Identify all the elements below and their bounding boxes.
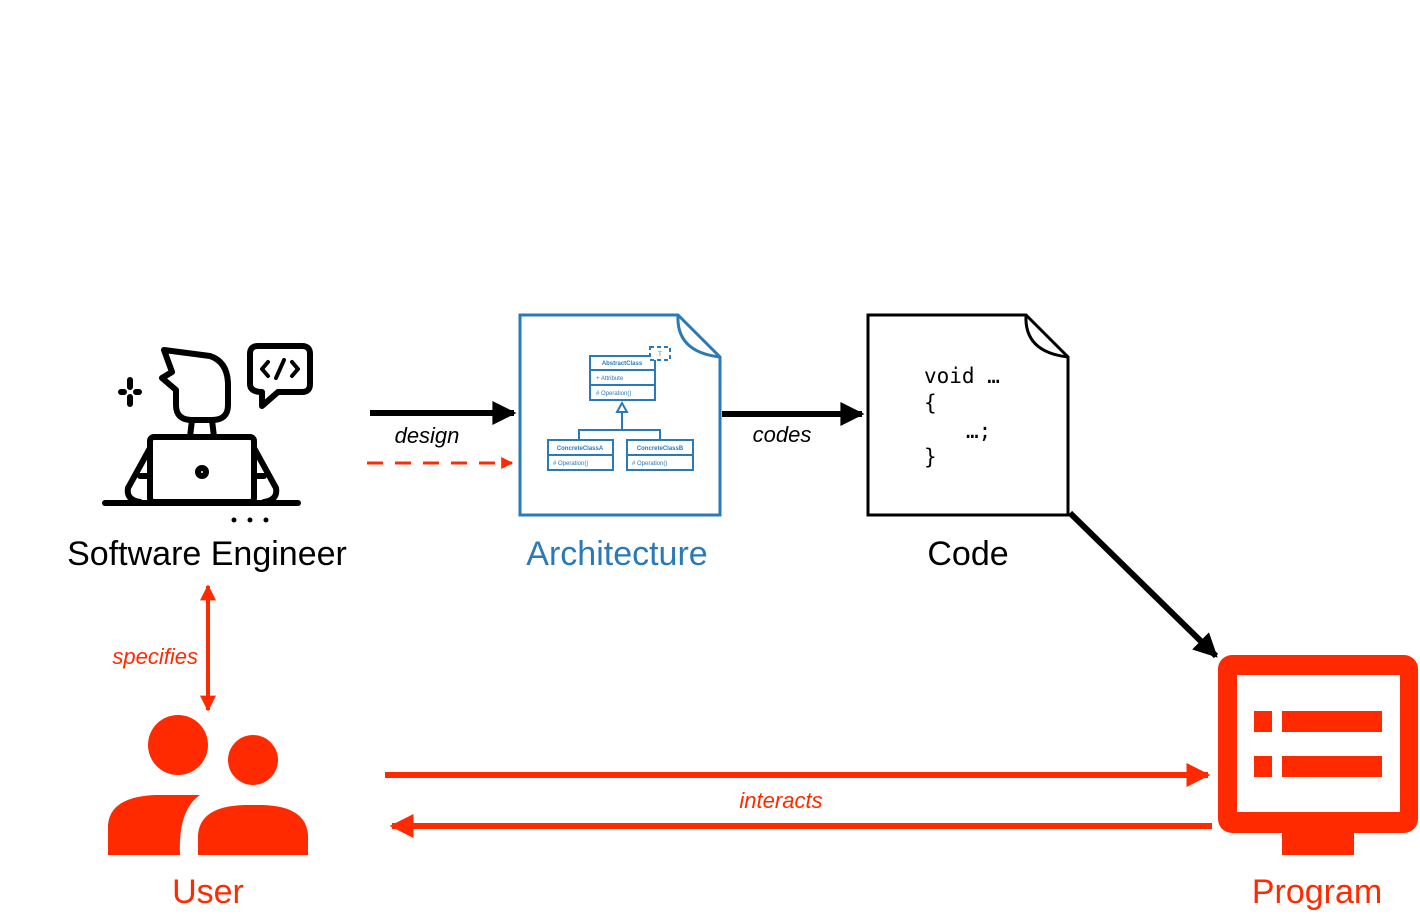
design-label: design (395, 423, 460, 448)
uml-concrete-a: ConcreteClassA (557, 446, 604, 452)
code-line-2: { (924, 391, 937, 415)
code-line-3: …; (966, 419, 991, 443)
code-line-1: void … (924, 364, 1000, 388)
uml-abstract: AbstractClass (602, 361, 643, 367)
code-to-program-arrow (1067, 510, 1219, 659)
software-engineer-icon (102, 343, 313, 523)
users-icon (108, 715, 308, 855)
monitor-list-icon (1218, 655, 1418, 855)
engineer-label: Software Engineer (67, 535, 347, 573)
uml-operation: # Operation() (596, 391, 631, 397)
interacts-label: interacts (739, 788, 822, 813)
uml-template: T (658, 352, 662, 358)
uml-document-icon: AbstractClass T + Attribute # Operation(… (518, 313, 722, 517)
architecture-label: Architecture (526, 535, 707, 573)
code-label: Code (927, 535, 1008, 573)
uml-concrete-b: ConcreteClassB (637, 446, 684, 452)
code-line-4: } (924, 445, 937, 469)
program-label: Program (1252, 873, 1382, 911)
specifies-label: specifies (112, 644, 198, 669)
codes-label: codes (753, 422, 812, 447)
uml-op-b: # Operation() (632, 461, 667, 467)
uml-attribute: + Attribute (596, 376, 624, 382)
code-document-icon: void … { …; } (866, 313, 1070, 517)
user-label: User (172, 873, 244, 911)
uml-op-a: # Operation() (553, 461, 588, 467)
